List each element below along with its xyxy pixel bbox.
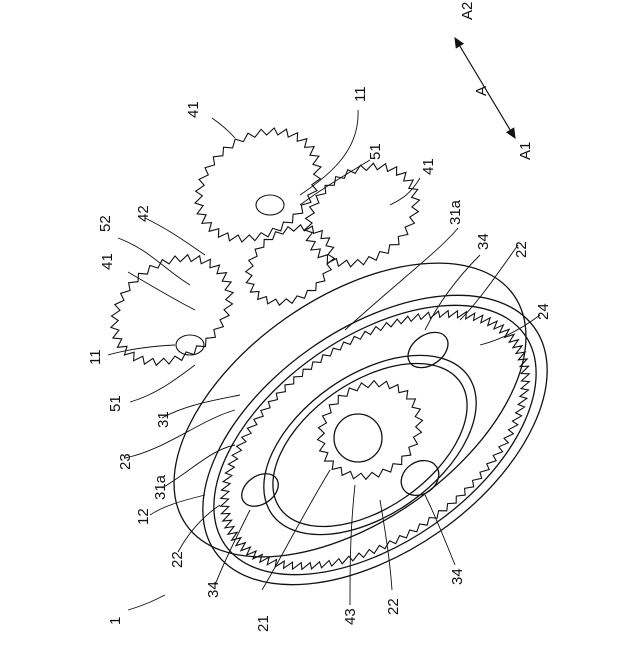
label-22-left: 22	[169, 551, 186, 568]
label-43: 43	[342, 608, 359, 625]
label-23: 23	[117, 453, 134, 470]
housing-outer-rim	[151, 236, 599, 640]
sun-gear-front	[318, 381, 423, 480]
label-24: 24	[535, 303, 552, 320]
label-11-left: 11	[87, 349, 104, 365]
label-42: 42	[135, 205, 152, 222]
label-41-left: 41	[99, 253, 116, 270]
label-12: 12	[135, 508, 152, 525]
label-52: 52	[97, 215, 114, 232]
label-22-bottom: 22	[385, 598, 402, 615]
housing	[122, 204, 599, 640]
label-31: 31	[155, 411, 172, 428]
planet-gear-left	[111, 255, 233, 366]
label-a2: A2	[459, 2, 476, 20]
label-41-top: 41	[185, 101, 202, 118]
label-51-left: 51	[107, 395, 124, 412]
gear-group	[111, 128, 529, 569]
pin-hole-left	[236, 467, 285, 513]
label-11-top: 11	[352, 86, 369, 102]
direction-arrow: A2 A A1	[455, 2, 534, 160]
label-a1: A1	[517, 142, 534, 160]
label-a: A	[473, 86, 490, 96]
ring-gear-internal	[221, 311, 530, 570]
carrier-plate	[232, 319, 509, 571]
hub-top	[256, 195, 284, 215]
label-31a-right: 31a	[447, 199, 464, 225]
label-21: 21	[255, 615, 272, 632]
pin-hole-upper	[401, 325, 454, 375]
carrier-inner	[244, 330, 496, 559]
label-34-right: 34	[475, 233, 492, 250]
label-22-right: 22	[513, 241, 530, 258]
housing-inner-rim	[166, 251, 584, 630]
label-34-bottom: 34	[449, 568, 466, 585]
planet-gear-top	[195, 128, 321, 242]
sun-shaft	[334, 414, 382, 462]
hub-left	[176, 335, 204, 355]
label-51-top: 51	[367, 143, 384, 160]
sun-gear-upper	[246, 225, 335, 305]
label-41-right: 41	[420, 158, 437, 175]
arrow-a2	[455, 38, 485, 88]
label-1: 1	[107, 617, 124, 625]
label-31a-left: 31a	[152, 474, 169, 500]
label-34-left: 34	[205, 581, 222, 598]
